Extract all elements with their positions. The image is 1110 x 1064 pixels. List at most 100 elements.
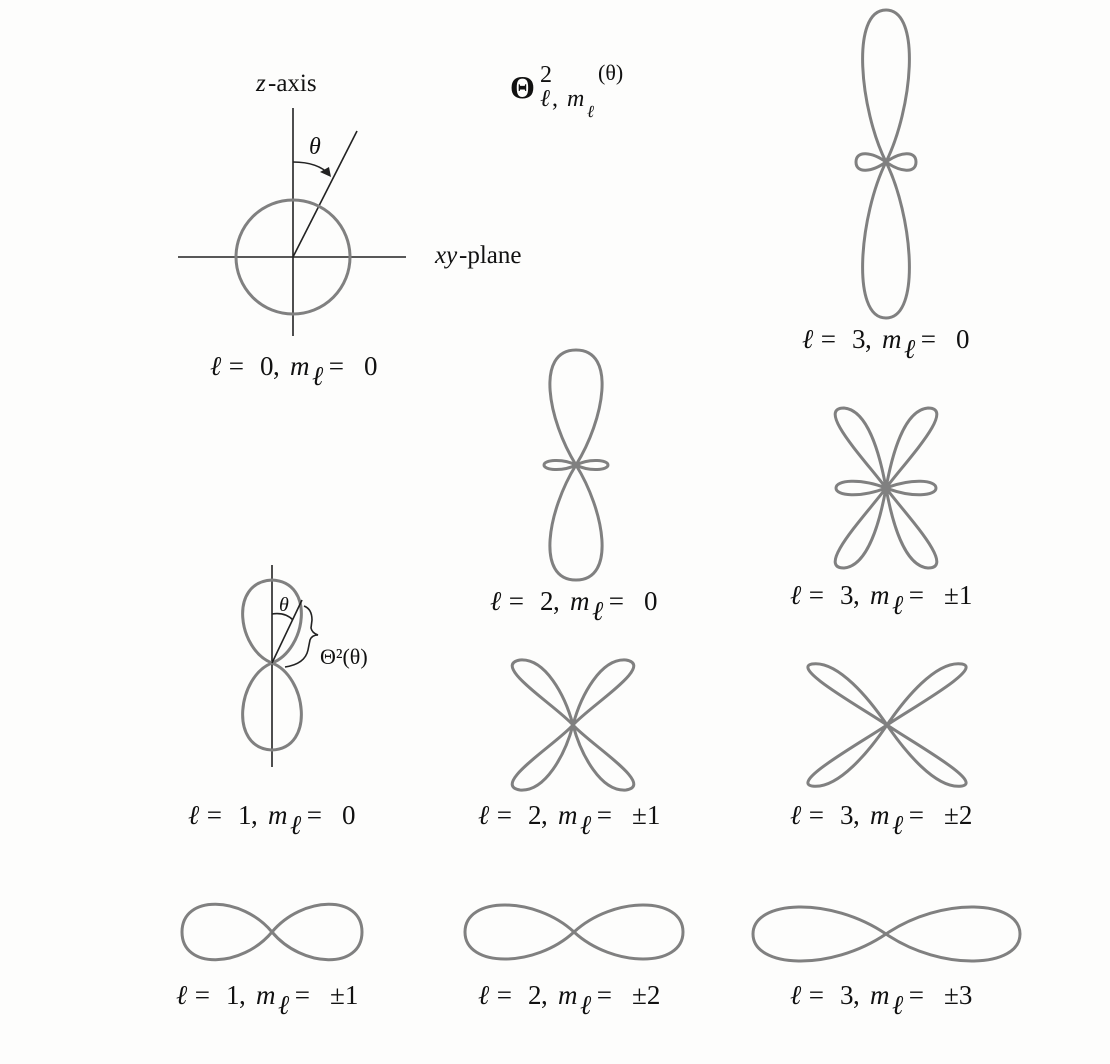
caption-m-value: ±1: [330, 980, 358, 1010]
title-superscript: 2: [540, 62, 552, 88]
caption-eq: =: [490, 980, 519, 1010]
caption-l-value: 1: [226, 980, 240, 1010]
l1m0-theta-ray: [271, 599, 303, 664]
caption-m-sub: ℓ: [580, 990, 592, 1020]
title-sub-m-sub: ℓ: [587, 102, 594, 121]
caption-l2-m1: ℓ = 2 , m ℓ = ±1: [478, 800, 660, 840]
theta-label: θ: [309, 134, 321, 160]
caption-l2-m0: ℓ = 2 , m ℓ = 0: [490, 586, 658, 626]
caption-l3-m3: ℓ = 3 , m ℓ = ±3: [790, 980, 972, 1020]
caption-m-value: ±1: [944, 580, 972, 610]
caption-comma: ,: [853, 800, 860, 830]
caption-m: m: [882, 324, 902, 354]
caption-ell: ℓ: [478, 980, 490, 1010]
caption-m-sub: ℓ: [580, 810, 592, 840]
lobe-sphere: [234, 198, 352, 316]
caption-m-sub: ℓ: [892, 990, 904, 1020]
caption-ell: ℓ: [790, 800, 802, 830]
title-sub-m: m: [567, 86, 584, 112]
caption-ell: ℓ: [790, 580, 802, 610]
diagram-l1-m0: θ Θ²(θ): [241, 565, 368, 767]
caption-comma: ,: [541, 980, 548, 1010]
caption-ell: ℓ: [188, 800, 200, 830]
caption-eq2: =: [300, 800, 329, 830]
caption-m: m: [268, 800, 288, 830]
caption-l-value: 3: [840, 580, 854, 610]
caption-m-sub: ℓ: [904, 334, 916, 364]
caption-l-value: 1: [238, 800, 252, 830]
title-sub-l: ℓ: [540, 86, 550, 112]
caption-m: m: [870, 580, 890, 610]
caption-m-sub: ℓ: [278, 990, 290, 1020]
caption-eq: =: [502, 586, 531, 616]
caption-l-value: 2: [528, 800, 542, 830]
caption-l3-m1: ℓ = 3 , m ℓ = ±1: [790, 580, 972, 620]
caption-comma: ,: [865, 324, 872, 354]
caption-comma: ,: [239, 980, 246, 1010]
caption-ell: ℓ: [490, 586, 502, 616]
caption-eq: =: [814, 324, 843, 354]
caption-comma: ,: [541, 800, 548, 830]
caption-ell: ℓ: [478, 800, 490, 830]
caption-eq: =: [490, 800, 519, 830]
caption-eq: =: [802, 980, 831, 1010]
caption-m-value: ±2: [944, 800, 972, 830]
title-theta-symbol: Θ: [510, 69, 535, 105]
figure-title: Θ 2 ℓ , m ℓ (θ): [510, 60, 623, 121]
caption-m-value: ±3: [944, 980, 972, 1010]
caption-m-value: ±2: [632, 980, 660, 1010]
caption-m-value: 0: [364, 351, 378, 381]
caption-m: m: [256, 980, 276, 1010]
caption-comma: ,: [553, 586, 560, 616]
l1m0-brace: [284, 605, 319, 668]
caption-l1-m1: ℓ = 1 , m ℓ = ±1: [176, 980, 358, 1020]
caption-m-value: 0: [342, 800, 356, 830]
caption-m-value: 0: [644, 586, 658, 616]
caption-eq2: =: [322, 351, 351, 381]
lobe-l2-m1: [510, 658, 636, 792]
lobe-l3-m0: [854, 8, 918, 320]
caption-eq: =: [188, 980, 217, 1010]
caption-eq2: =: [902, 580, 931, 610]
caption-m: m: [570, 586, 590, 616]
caption-eq2: =: [602, 586, 631, 616]
diagram-l0-m0: z -axis xy -plane θ: [178, 70, 521, 336]
lobe-l3-m1: [833, 406, 939, 570]
theta-squared-label: Θ²(θ): [320, 644, 368, 669]
caption-l-value: 3: [840, 980, 854, 1010]
caption-eq2: =: [590, 800, 619, 830]
caption-ell: ℓ: [802, 324, 814, 354]
caption-m: m: [558, 800, 578, 830]
caption-m: m: [558, 980, 578, 1010]
caption-eq2: =: [914, 324, 943, 354]
theta-ray: [292, 130, 358, 258]
caption-m-sub: ℓ: [312, 361, 324, 391]
caption-eq2: =: [902, 980, 931, 1010]
caption-l-value: 3: [852, 324, 866, 354]
xy-plane-label-italic: xy: [434, 242, 458, 269]
caption-m-sub: ℓ: [592, 596, 604, 626]
caption-l-value: 0: [260, 351, 274, 381]
caption-eq: =: [802, 800, 831, 830]
caption-l-value: 2: [540, 586, 554, 616]
caption-l3-m2: ℓ = 3 , m ℓ = ±2: [790, 800, 972, 840]
xy-plane-label-rest: -plane: [459, 242, 521, 269]
caption-comma: ,: [273, 351, 280, 381]
caption-comma: ,: [251, 800, 258, 830]
caption-ell: ℓ: [210, 351, 222, 381]
caption-eq: =: [200, 800, 229, 830]
caption-m: m: [870, 980, 890, 1010]
caption-eq2: =: [288, 980, 317, 1010]
caption-eq: =: [802, 580, 831, 610]
title-sub-sep: ,: [552, 86, 558, 112]
lobe-l2-m0: [542, 348, 610, 582]
caption-comma: ,: [853, 980, 860, 1010]
caption-l2-m2: ℓ = 2 , m ℓ = ±2: [478, 980, 660, 1020]
caption-m-sub: ℓ: [892, 590, 904, 620]
caption-l0-m0: ℓ = 0 , m ℓ = 0: [210, 351, 378, 391]
lobe-l1-m1: [180, 902, 364, 962]
caption-eq2: =: [902, 800, 931, 830]
caption-l-value: 2: [528, 980, 542, 1010]
caption-m-value: 0: [956, 324, 970, 354]
